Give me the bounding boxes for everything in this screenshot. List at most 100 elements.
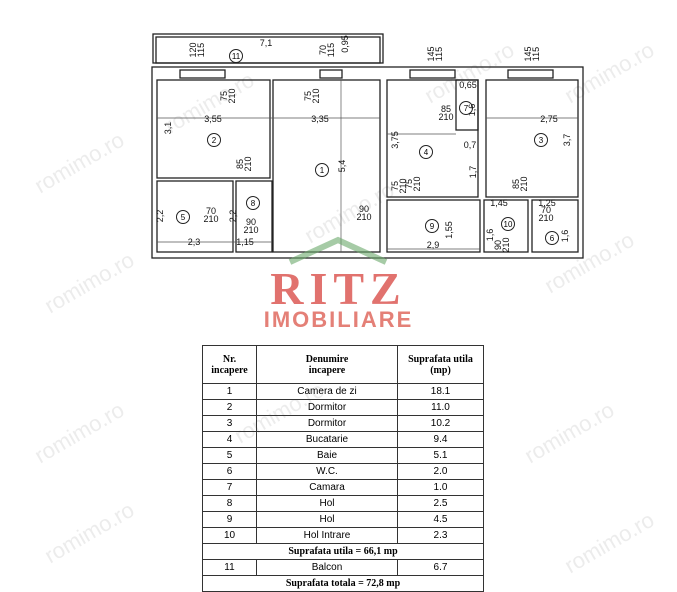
opening-label: 75210 — [390, 178, 408, 193]
room-area: 4.5 — [397, 511, 484, 528]
room-name: Baie — [256, 447, 398, 464]
svg-text:7: 7 — [464, 104, 469, 113]
opening-label: 70115 — [318, 43, 336, 57]
svg-text:3: 3 — [539, 136, 544, 145]
room-name: Hol — [256, 511, 398, 528]
room-number-tag: 8 — [246, 196, 260, 210]
dimension-label: 1,15 — [236, 237, 254, 247]
svg-text:11: 11 — [232, 52, 241, 61]
svg-text:1: 1 — [320, 166, 325, 175]
opening-label: 90210 — [493, 237, 511, 252]
room-number: 11 — [202, 559, 257, 576]
room-number: 7 — [202, 479, 257, 496]
svg-text:10: 10 — [504, 220, 513, 229]
room-area: 5.1 — [397, 447, 484, 464]
svg-text:5: 5 — [181, 213, 186, 222]
dimension-lines — [157, 80, 578, 252]
opening-label: 85210 — [235, 156, 253, 171]
watermark: romimo.ro — [40, 496, 139, 569]
room-number: 1 — [202, 383, 257, 400]
dimension-label: 3,55 — [204, 114, 222, 124]
dimension-label: 1,55 — [444, 221, 454, 239]
dimension-label: 0,65 — [459, 80, 477, 90]
dimension-label: 1,25 — [538, 198, 556, 208]
dimension-label: 2,2 — [228, 210, 238, 223]
dimension-label: 1,45 — [490, 198, 508, 208]
dimension-label: 3,35 — [311, 114, 329, 124]
dimension-label: 1,7 — [468, 166, 478, 179]
dimension-label: 7,1 — [260, 38, 273, 48]
room-name: Camera de zi — [256, 383, 398, 400]
dimension-label: 5,4 — [337, 160, 347, 173]
watermark: romimo.ro — [520, 396, 619, 469]
svg-text:4: 4 — [424, 148, 429, 157]
room-name: Hol — [256, 495, 398, 512]
logo-subtitle: IMOBILIARE — [263, 307, 414, 332]
room-area: 1.0 — [397, 479, 484, 496]
room-number: 4 — [202, 431, 257, 448]
logo-title: RITZ — [270, 263, 407, 314]
summary-text: Suprafata totala = 72,8 mp — [202, 575, 484, 592]
opening-label: 75210 — [404, 176, 422, 191]
header-nr: Nr. incapere — [202, 345, 257, 384]
room-number-tag: 9 — [425, 219, 439, 233]
room-number: 5 — [202, 447, 257, 464]
room-name: Dormitor — [256, 399, 398, 416]
watermark: romimo.ro — [560, 506, 659, 579]
dimension-label: 1,6 — [485, 229, 495, 242]
room-area: 6.7 — [397, 559, 484, 576]
room-area: 2.5 — [397, 495, 484, 512]
svg-text:6: 6 — [550, 234, 555, 243]
logo-house-icon — [288, 236, 388, 265]
room-name: Hol Intrare — [256, 527, 398, 544]
room-number: 9 — [202, 511, 257, 528]
header-name: Denumire incapere — [256, 345, 398, 384]
room-number-tag: 5 — [176, 210, 190, 224]
room-number: 2 — [202, 399, 257, 416]
dimension-label: 1,6 — [467, 104, 477, 117]
dimension-label: 3,7 — [562, 134, 572, 147]
dimension-label: 2,3 — [188, 237, 201, 247]
summary-text: Suprafata utila = 66,1 mp — [202, 543, 484, 560]
dimension-label: 3,75 — [390, 131, 400, 149]
dimension-label: 2,9 — [427, 240, 440, 250]
room-number: 3 — [202, 415, 257, 432]
room-area: 11.0 — [397, 399, 484, 416]
dimension-label: 2,2 — [155, 210, 165, 223]
dimension-label: 1,6 — [560, 230, 570, 243]
summary-row: Suprafata totala = 72,8 mp — [202, 575, 484, 592]
opening-label: 75210 — [219, 88, 237, 103]
room-name: Dormitor — [256, 415, 398, 432]
summary-row: Suprafata utila = 66,1 mp — [202, 543, 484, 560]
room-name: Bucatarie — [256, 431, 398, 448]
room-name: Camara — [256, 479, 398, 496]
svg-text:2: 2 — [212, 136, 217, 145]
header-area: Suprafata utila (mp) — [397, 345, 484, 384]
room-area: 10.2 — [397, 415, 484, 432]
room-area: 2.0 — [397, 463, 484, 480]
room-area: 2.3 — [397, 527, 484, 544]
room-area: 9.4 — [397, 431, 484, 448]
room-number-tag: 6 — [545, 231, 559, 245]
svg-text:8: 8 — [251, 199, 256, 208]
table-header: Nr. incapere Denumire incapere Suprafata… — [202, 345, 484, 384]
room-number: 8 — [202, 495, 257, 512]
walls — [151, 33, 584, 259]
watermark: romimo.ro — [30, 396, 129, 469]
